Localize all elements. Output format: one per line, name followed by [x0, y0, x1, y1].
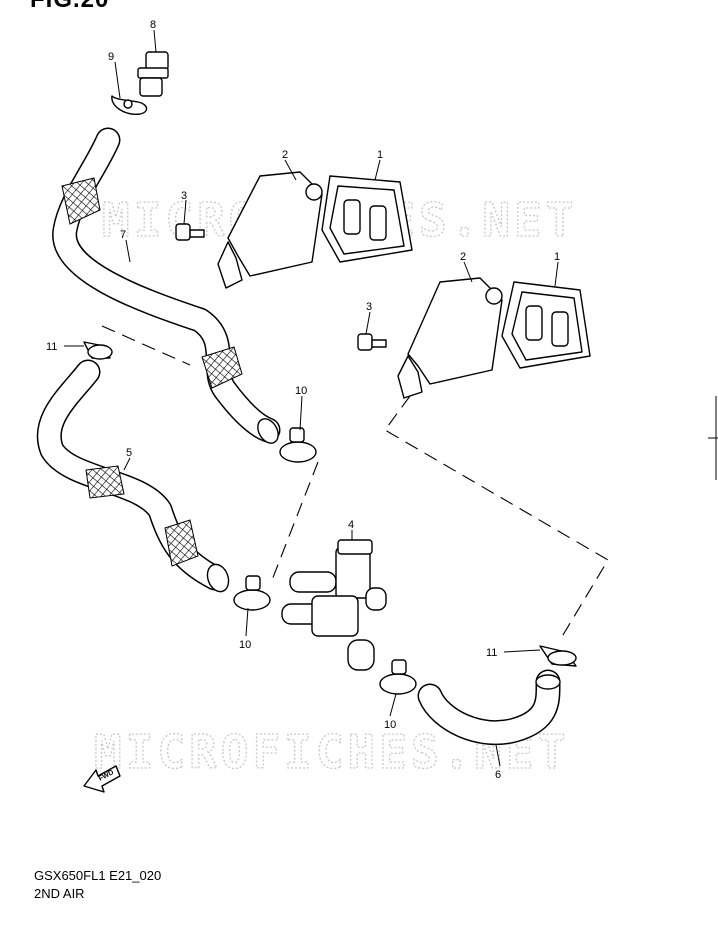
part-3-bolt-lower	[357, 333, 387, 351]
part-3-bolt-upper	[175, 223, 205, 241]
section-name: 2ND AIR	[34, 886, 85, 901]
callout-11-upper: 11	[46, 341, 57, 353]
leader-lines	[64, 29, 559, 767]
callout-3-upper: 3	[181, 190, 187, 202]
callout-10-upper: 10	[295, 385, 307, 397]
part-9-clip	[111, 95, 148, 115]
dash-line-7-11	[101, 325, 191, 366]
part-11-clip-upper	[83, 341, 113, 360]
part-11-clip-lower	[539, 645, 577, 667]
part-2-cover-upper	[217, 171, 323, 289]
callout-1-lower: 1	[554, 251, 560, 263]
figure-title: FIG.20	[30, 0, 109, 14]
part-10-clamp-lower	[379, 659, 417, 695]
callout-6: 6	[495, 769, 501, 781]
part-8-fitting	[137, 51, 169, 97]
dash-line-10-4	[271, 461, 319, 581]
callout-10-lower: 10	[384, 719, 396, 731]
part-10-clamp-upper	[279, 427, 317, 463]
callout-10-middle: 10	[239, 639, 251, 651]
part-1-reed-valve-upper	[321, 175, 413, 263]
model-code: GSX650FL1 E21_020	[34, 868, 162, 883]
dash-line-2-11	[384, 395, 609, 641]
callout-4: 4	[348, 519, 354, 531]
callout-11-lower: 11	[486, 647, 497, 659]
part-4-control-valve	[281, 539, 387, 671]
callout-3-lower: 3	[366, 301, 372, 313]
callout-7: 7	[120, 229, 126, 241]
callout-8: 8	[150, 19, 156, 31]
part-6-hose-lower	[417, 669, 561, 746]
callout-1-upper: 1	[377, 149, 383, 161]
part-7-hose-upper	[52, 127, 281, 444]
part-1-reed-valve-lower	[501, 281, 591, 369]
callout-9: 9	[108, 51, 114, 63]
part-10-clamp-middle	[233, 575, 271, 611]
part-5-hose-middle	[36, 359, 230, 593]
callout-5: 5	[126, 447, 132, 459]
callout-2-lower: 2	[460, 251, 466, 263]
part-2-cover-lower	[397, 277, 503, 399]
callout-2-upper: 2	[282, 149, 288, 161]
